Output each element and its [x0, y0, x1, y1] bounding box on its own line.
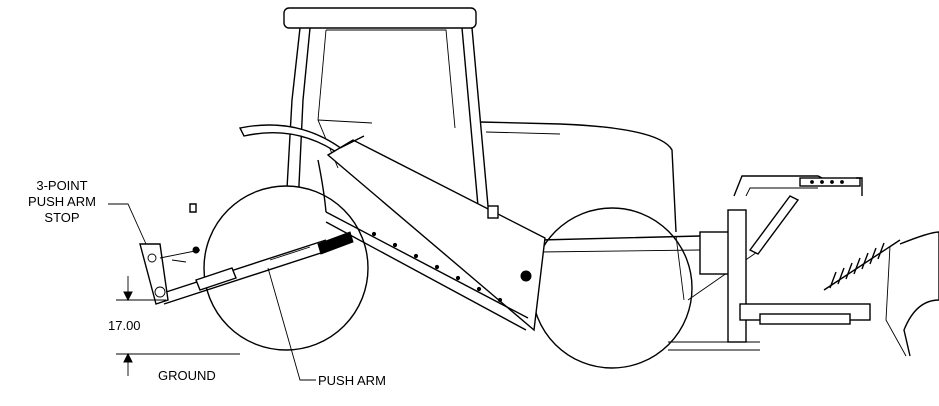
push-arm-spring	[317, 231, 354, 255]
push-arm-bottom	[163, 249, 331, 305]
hydraulic-cylinder	[748, 195, 800, 255]
cab-post-rear-outer	[461, 27, 479, 207]
hood-top	[479, 121, 677, 233]
frame-strut	[675, 235, 685, 301]
stop-pin	[147, 253, 157, 263]
push-arm-rod	[269, 246, 311, 261]
cab-post-front-inner	[297, 27, 311, 207]
blade-bolt	[497, 297, 503, 303]
stop-pin-small	[192, 246, 200, 254]
push-arm-sleeve	[195, 267, 237, 291]
dim-arrowhead-bottom	[123, 352, 133, 363]
front-frame	[539, 209, 761, 351]
spring-rod	[823, 239, 901, 291]
label-push-arm: PUSH ARM	[318, 373, 386, 388]
annotations	[108, 203, 316, 381]
label-ground: GROUND	[158, 368, 216, 383]
blade	[317, 135, 546, 332]
cab-window-sill	[317, 119, 373, 124]
hood	[479, 121, 677, 233]
blade-bolt	[413, 253, 419, 259]
front-wheel	[531, 207, 693, 369]
hitch-hook	[856, 177, 863, 196]
snow-blade-back	[885, 245, 907, 357]
hitch-top-link-2	[745, 187, 818, 197]
lower-frame-rail-2	[759, 313, 851, 325]
fender	[238, 124, 348, 157]
rear-wheel	[203, 185, 369, 351]
label-dimension: 17.00	[108, 318, 141, 333]
adjuster-hole	[840, 180, 844, 184]
push-arm	[159, 231, 354, 305]
label-stop-line3: STOP	[44, 210, 79, 225]
stop-plate	[139, 243, 169, 305]
label-stop-line1: 3-POINT	[36, 178, 87, 193]
blade-curl	[317, 159, 327, 213]
three-point-stop	[139, 203, 201, 305]
label-stop-line2: PUSH ARM	[28, 194, 96, 209]
front-hitch	[733, 175, 939, 357]
hitch-adjuster	[799, 177, 861, 187]
cab-roof	[283, 7, 477, 29]
frame-lower	[668, 341, 760, 351]
blade-bolt	[371, 231, 377, 237]
stop-leader	[108, 203, 147, 245]
coil-spring	[829, 242, 885, 289]
cab-window	[326, 29, 456, 129]
cab	[283, 7, 489, 207]
blade-bolt	[392, 242, 398, 248]
blade-edge-lower	[325, 221, 527, 331]
front-upright	[727, 209, 747, 343]
blade-top-lip	[339, 135, 365, 149]
push-arm-top	[159, 239, 327, 295]
cab-post-rear-inner	[471, 27, 489, 207]
blade-bolt	[434, 264, 440, 270]
stop-link-2	[171, 259, 187, 263]
push-arm-leader	[267, 267, 316, 381]
stop-upper-pin	[189, 203, 197, 213]
adjuster-hole	[810, 180, 814, 184]
adjuster-hole	[830, 180, 834, 184]
blade-bolt	[476, 286, 482, 292]
snow-blade	[899, 231, 939, 357]
blade-cutting-edge	[325, 211, 529, 319]
adjuster-hole	[820, 180, 824, 184]
cab-post-front-outer	[285, 27, 301, 207]
blade-bracket	[487, 205, 499, 219]
blade-pivot	[520, 270, 532, 282]
frame-brace	[687, 249, 761, 301]
dim-arrowhead-top	[123, 291, 133, 302]
blade-bolt	[455, 275, 461, 281]
stop-pin	[154, 286, 166, 298]
frame-upper-2	[539, 249, 701, 253]
hood-line	[485, 131, 561, 135]
